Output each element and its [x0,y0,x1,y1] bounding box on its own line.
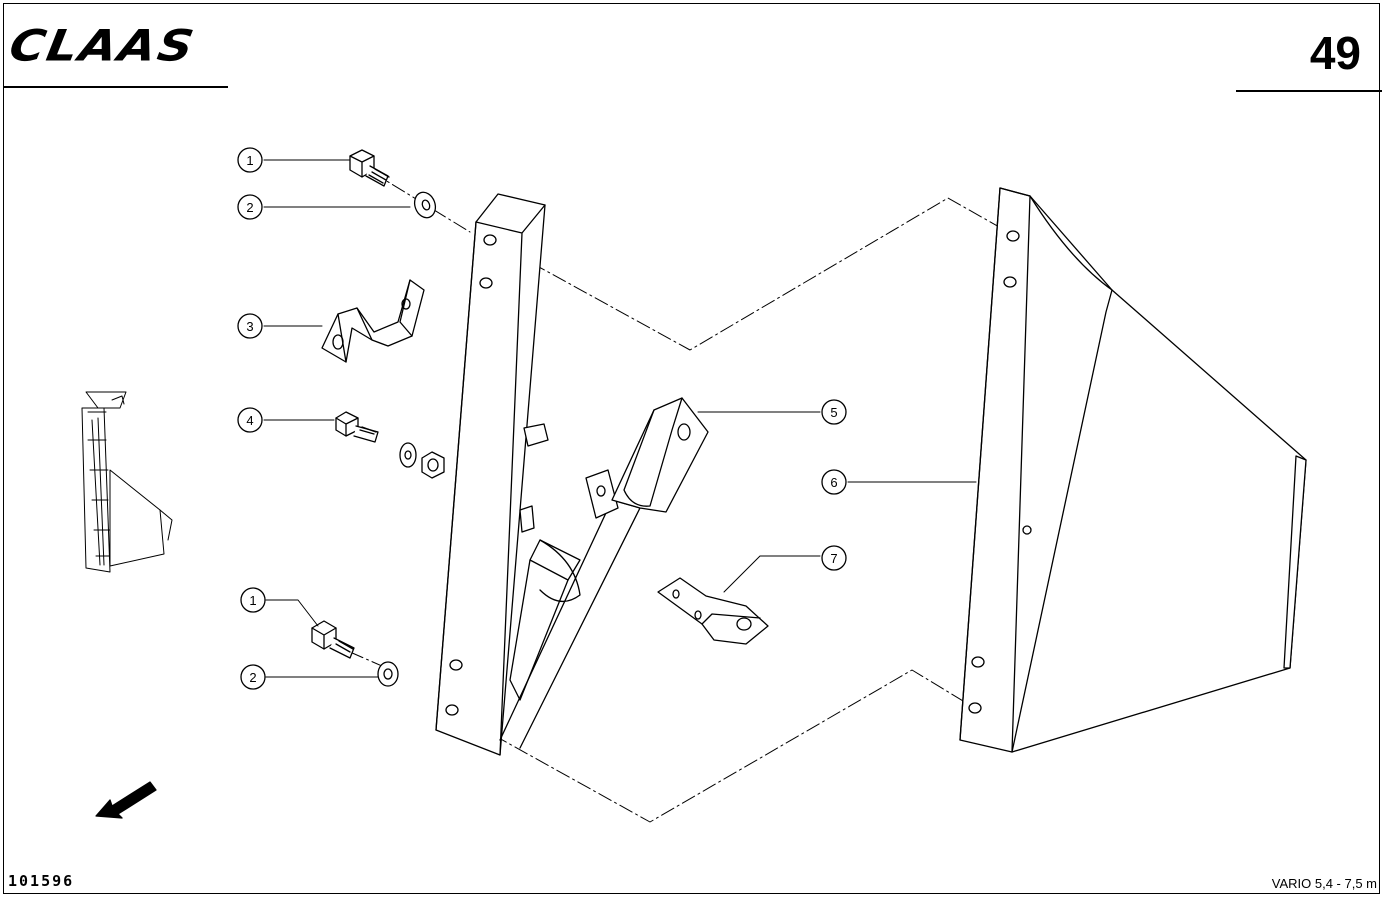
direction-arrow [95,781,157,819]
page-number: 49 [1309,27,1361,79]
deflector-plate-6 [959,187,1307,753]
page-border [3,3,1380,894]
washer-2-bottom [377,661,399,687]
callout-label-6: 6 [830,475,837,490]
callout-label-2-bottom: 2 [249,670,256,685]
callout-label-5: 5 [830,405,837,420]
bolt-1-bottom [311,620,355,659]
callout-label-7: 7 [830,551,837,566]
callout-label-1: 1 [246,153,253,168]
frame-post-5 [435,193,549,756]
washer-4 [399,442,417,468]
flat-bracket-7 [657,577,769,645]
bolt-1-top [349,149,390,187]
machine-overview-thumbnail [81,391,173,573]
callout-label-4: 4 [246,413,253,428]
bolt-4 [335,411,379,443]
model-designation: VARIO 5,4 - 7,5 m [1271,876,1377,891]
support-arm-5 [499,397,709,749]
callout-label-1-bottom: 1 [249,593,256,608]
z-bracket-3 [321,279,425,363]
page-number-underline [1236,90,1382,92]
document-number: 101596 [8,872,75,890]
callout-label-2: 2 [246,200,253,215]
nut-4 [421,451,445,479]
logo-underline [4,86,228,88]
washer-2-top [413,191,437,219]
callout-label-3: 3 [246,319,253,334]
leader-lines [263,159,977,678]
callout-circles [237,147,847,690]
